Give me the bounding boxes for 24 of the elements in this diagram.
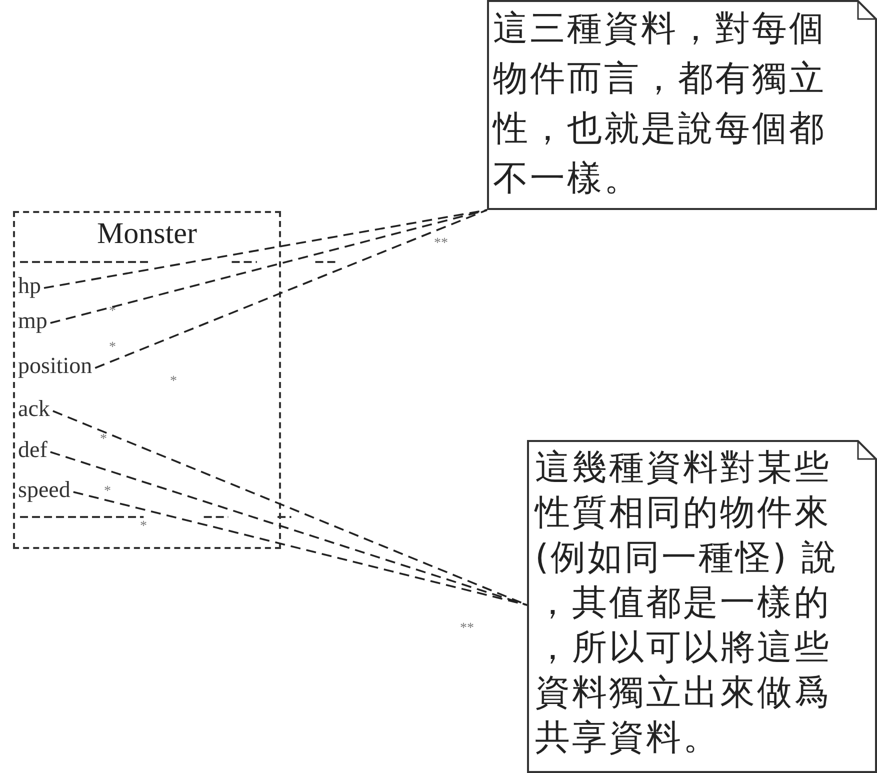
note-text: 這幾種資料對某些性質相同的物件來(例如同一種怪) 說，其值都是一樣的，所以可以將這些資料獨立出來做爲共享資料。 (535, 447, 840, 760)
multiplicity-mark: ** (434, 236, 448, 252)
multiplicity-mark: * (170, 374, 177, 390)
class-name: Monster (96, 217, 198, 251)
attribute-text: hp (18, 273, 41, 299)
multiplicity-mark: * (109, 340, 116, 356)
multiplicity-mark: * (104, 484, 111, 500)
attribute-text: ack (18, 396, 50, 422)
attribute-text: speed (18, 477, 70, 503)
attribute-text: position (18, 353, 92, 379)
dashed-connector (94, 209, 488, 369)
dashed-connector (50, 209, 488, 324)
multiplicity-mark: * (140, 519, 147, 535)
dashed-connector (44, 209, 488, 289)
note (487, 0, 877, 210)
dashed-connector (73, 491, 528, 606)
note (527, 440, 877, 773)
class-box (13, 211, 281, 549)
multiplicity-mark: ** (460, 621, 474, 637)
note-text: 這三種資料，對每個物件而言，都有獨立性，也就是說每個都不一樣。 (493, 8, 827, 201)
multiplicity-mark: * (100, 432, 107, 448)
attribute-text: mp (18, 308, 48, 334)
dashed-connector (50, 451, 528, 606)
attribute-text: def (18, 437, 48, 463)
